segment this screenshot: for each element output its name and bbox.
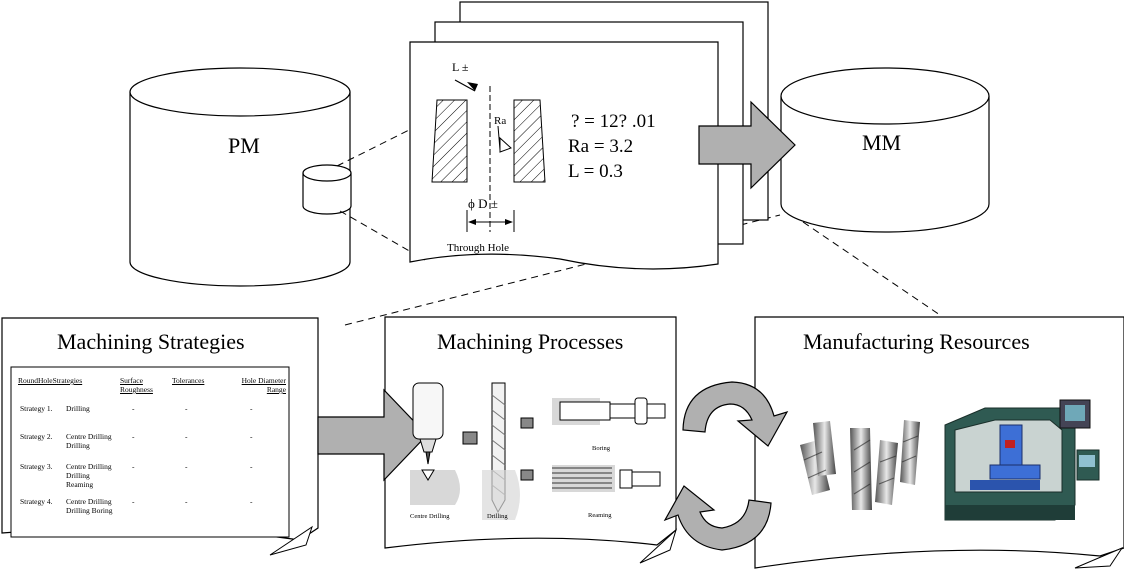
- equation-length: L = 0.3: [568, 161, 623, 182]
- table-header-roughness: Surface Roughness: [120, 376, 153, 394]
- arrow-to-mm: [698, 100, 796, 190]
- caption-reaming: Reaming: [588, 512, 612, 519]
- strategy-cell: -: [132, 432, 135, 441]
- strategy-cell: -: [250, 404, 253, 413]
- process-sketches: [410, 382, 666, 520]
- equation-diameter: ? = 12? .01: [571, 111, 656, 132]
- caption-centre-drilling: Centre Drilling: [410, 513, 450, 520]
- strategy-ops: Centre Drilling Drilling: [66, 432, 112, 450]
- strategy-cell: -: [132, 404, 135, 413]
- strategy-cell: -: [132, 462, 135, 471]
- pm-feature-cylinder: [302, 164, 352, 215]
- feature-name-label: Through Hole: [447, 242, 510, 254]
- strategy-cell: -: [185, 404, 188, 413]
- strategy-ops: Centre Drilling Drilling Reaming: [66, 462, 112, 489]
- diameter-dimension-label: ϕ D ±: [468, 196, 498, 211]
- strategy-cell: -: [185, 432, 188, 441]
- strategy-name: Strategy 4.: [20, 497, 53, 506]
- pm-label: PM: [228, 133, 260, 158]
- strategy-name: Strategy 2.: [20, 432, 53, 441]
- processes-title: Machining Processes: [437, 329, 624, 354]
- strategies-title: Machining Strategies: [57, 329, 245, 354]
- table-header-tolerances: Tolerances: [172, 376, 205, 385]
- arrow-to-processes: [317, 388, 428, 482]
- equation-roughness: Ra = 3.2: [568, 136, 634, 157]
- strategy-cell: -: [250, 462, 253, 471]
- strategy-ops: Drilling: [66, 404, 90, 413]
- table-header-strategies: RoundHoleStrategies: [18, 376, 83, 385]
- strategy-ops: Centre Drilling Drilling Boring: [66, 497, 113, 515]
- strategy-cell: -: [250, 432, 253, 441]
- strategy-name: Strategy 1.: [20, 404, 53, 413]
- pm-database: [129, 67, 351, 287]
- through-hole-drawing: [431, 79, 546, 232]
- caption-boring: Boring: [592, 445, 611, 452]
- strategy-cell: -: [185, 462, 188, 471]
- strategy-name: Strategy 3.: [20, 462, 53, 471]
- cycle-arrows: [663, 381, 789, 551]
- strategies-table-box: [10, 366, 290, 538]
- strategy-cell: -: [250, 497, 253, 506]
- feature-sheet-stack: [409, 1, 769, 270]
- cutting-tools-image: [800, 420, 920, 510]
- mm-database: [780, 67, 990, 233]
- caption-drilling: Drilling: [487, 513, 508, 520]
- strategy-cell: -: [185, 497, 188, 506]
- mm-label: MM: [862, 130, 902, 155]
- roughness-label: Ra: [494, 115, 507, 127]
- length-dimension-label: L ±: [452, 60, 469, 74]
- cnc-machine-image: [944, 399, 1100, 521]
- table-header-diameter: Hole Diameter Range: [241, 376, 286, 394]
- resources-title: Manufacturing Resources: [803, 329, 1030, 354]
- strategy-cell: -: [132, 497, 135, 506]
